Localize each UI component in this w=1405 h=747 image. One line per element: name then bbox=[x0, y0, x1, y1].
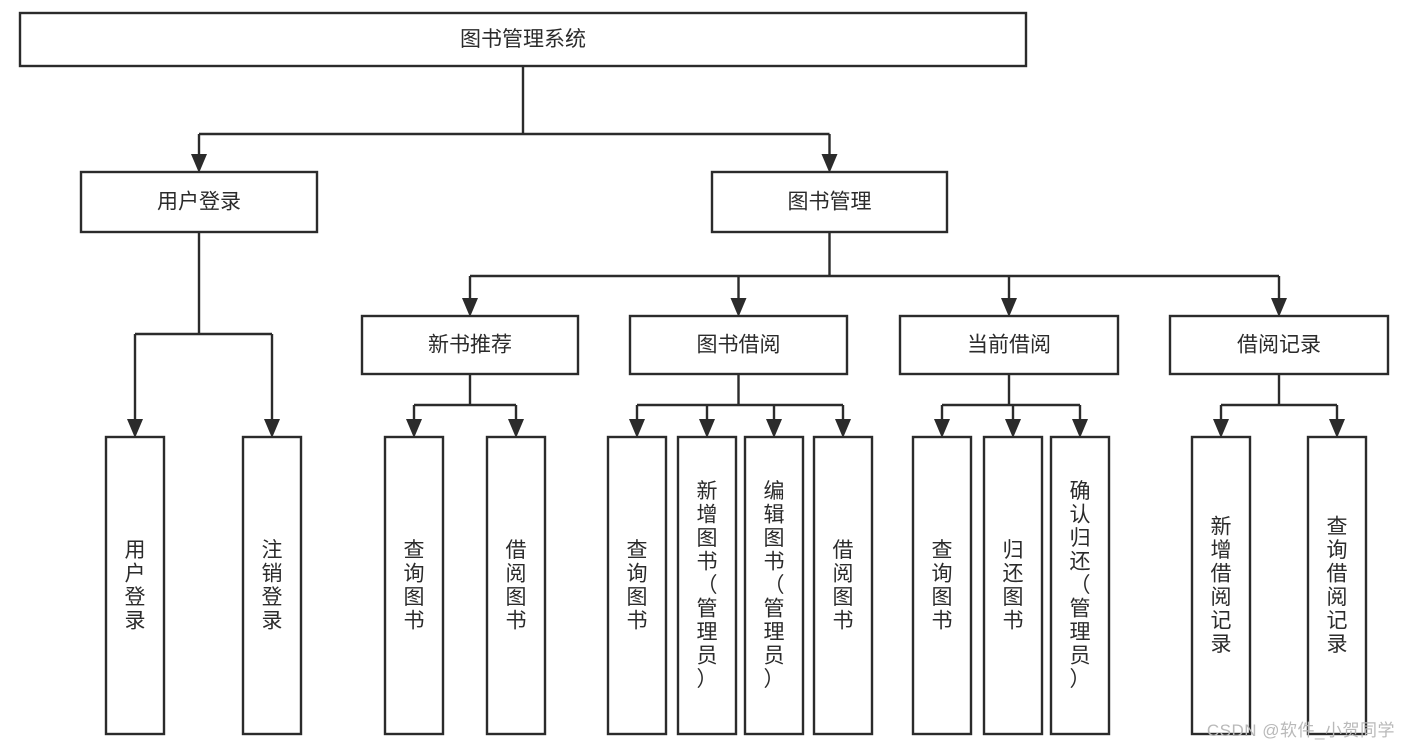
node-box[interactable] bbox=[911, 435, 973, 736]
node-l3_4[interactable]: 借阅记录 bbox=[1168, 314, 1390, 376]
edge-arrowhead-icon bbox=[835, 419, 851, 438]
node-label: 借阅记录 bbox=[1237, 334, 1321, 357]
node-box[interactable] bbox=[606, 435, 668, 736]
node-box[interactable] bbox=[360, 314, 580, 376]
node-box[interactable] bbox=[898, 314, 1120, 376]
edge-arrowhead-icon bbox=[1001, 298, 1017, 317]
node-label: 注销登录 bbox=[262, 539, 283, 633]
node-label: 新书推荐 bbox=[428, 334, 512, 357]
node-box[interactable] bbox=[628, 314, 849, 376]
edge-arrowhead-icon bbox=[1329, 419, 1345, 438]
edge-arrowhead-icon bbox=[821, 154, 838, 173]
node-leaf_5[interactable]: 查询图书 bbox=[606, 435, 668, 736]
node-leaf_7[interactable]: 编辑图书（管理员） bbox=[743, 435, 805, 736]
node-box[interactable] bbox=[485, 435, 547, 736]
node-leaf_2[interactable]: 注销登录 bbox=[241, 435, 303, 736]
node-box[interactable] bbox=[18, 11, 1028, 68]
node-label: 当前借阅 bbox=[967, 334, 1051, 357]
edge-arrowhead-icon bbox=[766, 419, 782, 438]
edge-arrowhead-icon bbox=[1271, 298, 1287, 317]
edge-arrowhead-icon bbox=[1005, 419, 1021, 438]
edge-arrowhead-icon bbox=[1072, 419, 1088, 438]
node-l3_1[interactable]: 新书推荐 bbox=[360, 314, 580, 376]
node-box[interactable] bbox=[982, 435, 1044, 736]
node-label: 图书借阅 bbox=[697, 334, 781, 357]
node-box[interactable] bbox=[104, 435, 166, 736]
node-box[interactable] bbox=[1168, 314, 1390, 376]
node-label: 借阅图书 bbox=[506, 539, 527, 633]
edge-arrowhead-icon bbox=[508, 419, 524, 438]
node-leaf_4[interactable]: 借阅图书 bbox=[485, 435, 547, 736]
edge-arrowhead-icon bbox=[629, 419, 645, 438]
edge-arrowhead-icon bbox=[462, 298, 478, 317]
node-label: 用户登录 bbox=[157, 191, 241, 214]
node-box[interactable] bbox=[1049, 435, 1111, 736]
node-layer: 图书管理系统用户登录图书管理新书推荐图书借阅当前借阅借阅记录用户登录注销登录查询… bbox=[18, 11, 1390, 736]
node-box[interactable] bbox=[1306, 435, 1368, 736]
node-l2_2[interactable]: 图书管理 bbox=[710, 170, 949, 234]
node-leaf_9[interactable]: 查询图书 bbox=[911, 435, 973, 736]
node-label: 查询图书 bbox=[627, 539, 648, 633]
edge-arrowhead-icon bbox=[934, 419, 950, 438]
node-label: 新增图书（管理员） bbox=[697, 480, 718, 691]
edge-layer bbox=[127, 66, 1345, 438]
edge-arrowhead-icon bbox=[127, 419, 143, 438]
node-leaf_1[interactable]: 用户登录 bbox=[104, 435, 166, 736]
node-label: 查询图书 bbox=[404, 539, 425, 633]
node-box[interactable] bbox=[383, 435, 445, 736]
node-box[interactable] bbox=[710, 170, 949, 234]
node-label: 归还图书 bbox=[1003, 539, 1024, 633]
edge-arrowhead-icon bbox=[730, 298, 747, 317]
node-leaf_13[interactable]: 查询借阅记录 bbox=[1306, 435, 1368, 736]
node-leaf_10[interactable]: 归还图书 bbox=[982, 435, 1044, 736]
node-box[interactable] bbox=[676, 435, 738, 736]
node-label: 确认归还（管理员） bbox=[1070, 480, 1091, 691]
node-label: 新增借阅记录 bbox=[1211, 515, 1232, 656]
node-l2_1[interactable]: 用户登录 bbox=[79, 170, 319, 234]
node-leaf_6[interactable]: 新增图书（管理员） bbox=[676, 435, 738, 736]
edge-arrowhead-icon bbox=[406, 419, 422, 438]
node-label: 图书管理 bbox=[788, 191, 872, 214]
node-leaf_8[interactable]: 借阅图书 bbox=[812, 435, 874, 736]
node-box[interactable] bbox=[79, 170, 319, 234]
node-leaf_12[interactable]: 新增借阅记录 bbox=[1190, 435, 1252, 736]
node-label: 用户登录 bbox=[125, 539, 146, 633]
watermark-label: CSDN @软件_小贺同学 bbox=[1206, 721, 1395, 740]
node-root[interactable]: 图书管理系统 bbox=[18, 11, 1028, 68]
node-label: 查询借阅记录 bbox=[1327, 515, 1348, 656]
node-l3_3[interactable]: 当前借阅 bbox=[898, 314, 1120, 376]
node-box[interactable] bbox=[241, 435, 303, 736]
node-box[interactable] bbox=[743, 435, 805, 736]
node-l3_2[interactable]: 图书借阅 bbox=[628, 314, 849, 376]
node-box[interactable] bbox=[812, 435, 874, 736]
node-label: 查询图书 bbox=[932, 539, 953, 633]
node-label: 借阅图书 bbox=[833, 539, 854, 633]
edge-arrowhead-icon bbox=[264, 419, 280, 438]
node-label: 编辑图书（管理员） bbox=[764, 480, 785, 691]
node-leaf_3[interactable]: 查询图书 bbox=[383, 435, 445, 736]
node-box[interactable] bbox=[1190, 435, 1252, 736]
edge-arrowhead-icon bbox=[1213, 419, 1229, 438]
node-leaf_11[interactable]: 确认归还（管理员） bbox=[1049, 435, 1111, 736]
node-label: 图书管理系统 bbox=[460, 28, 586, 51]
edge-arrowhead-icon bbox=[699, 419, 715, 438]
edge-arrowhead-icon bbox=[191, 154, 207, 173]
